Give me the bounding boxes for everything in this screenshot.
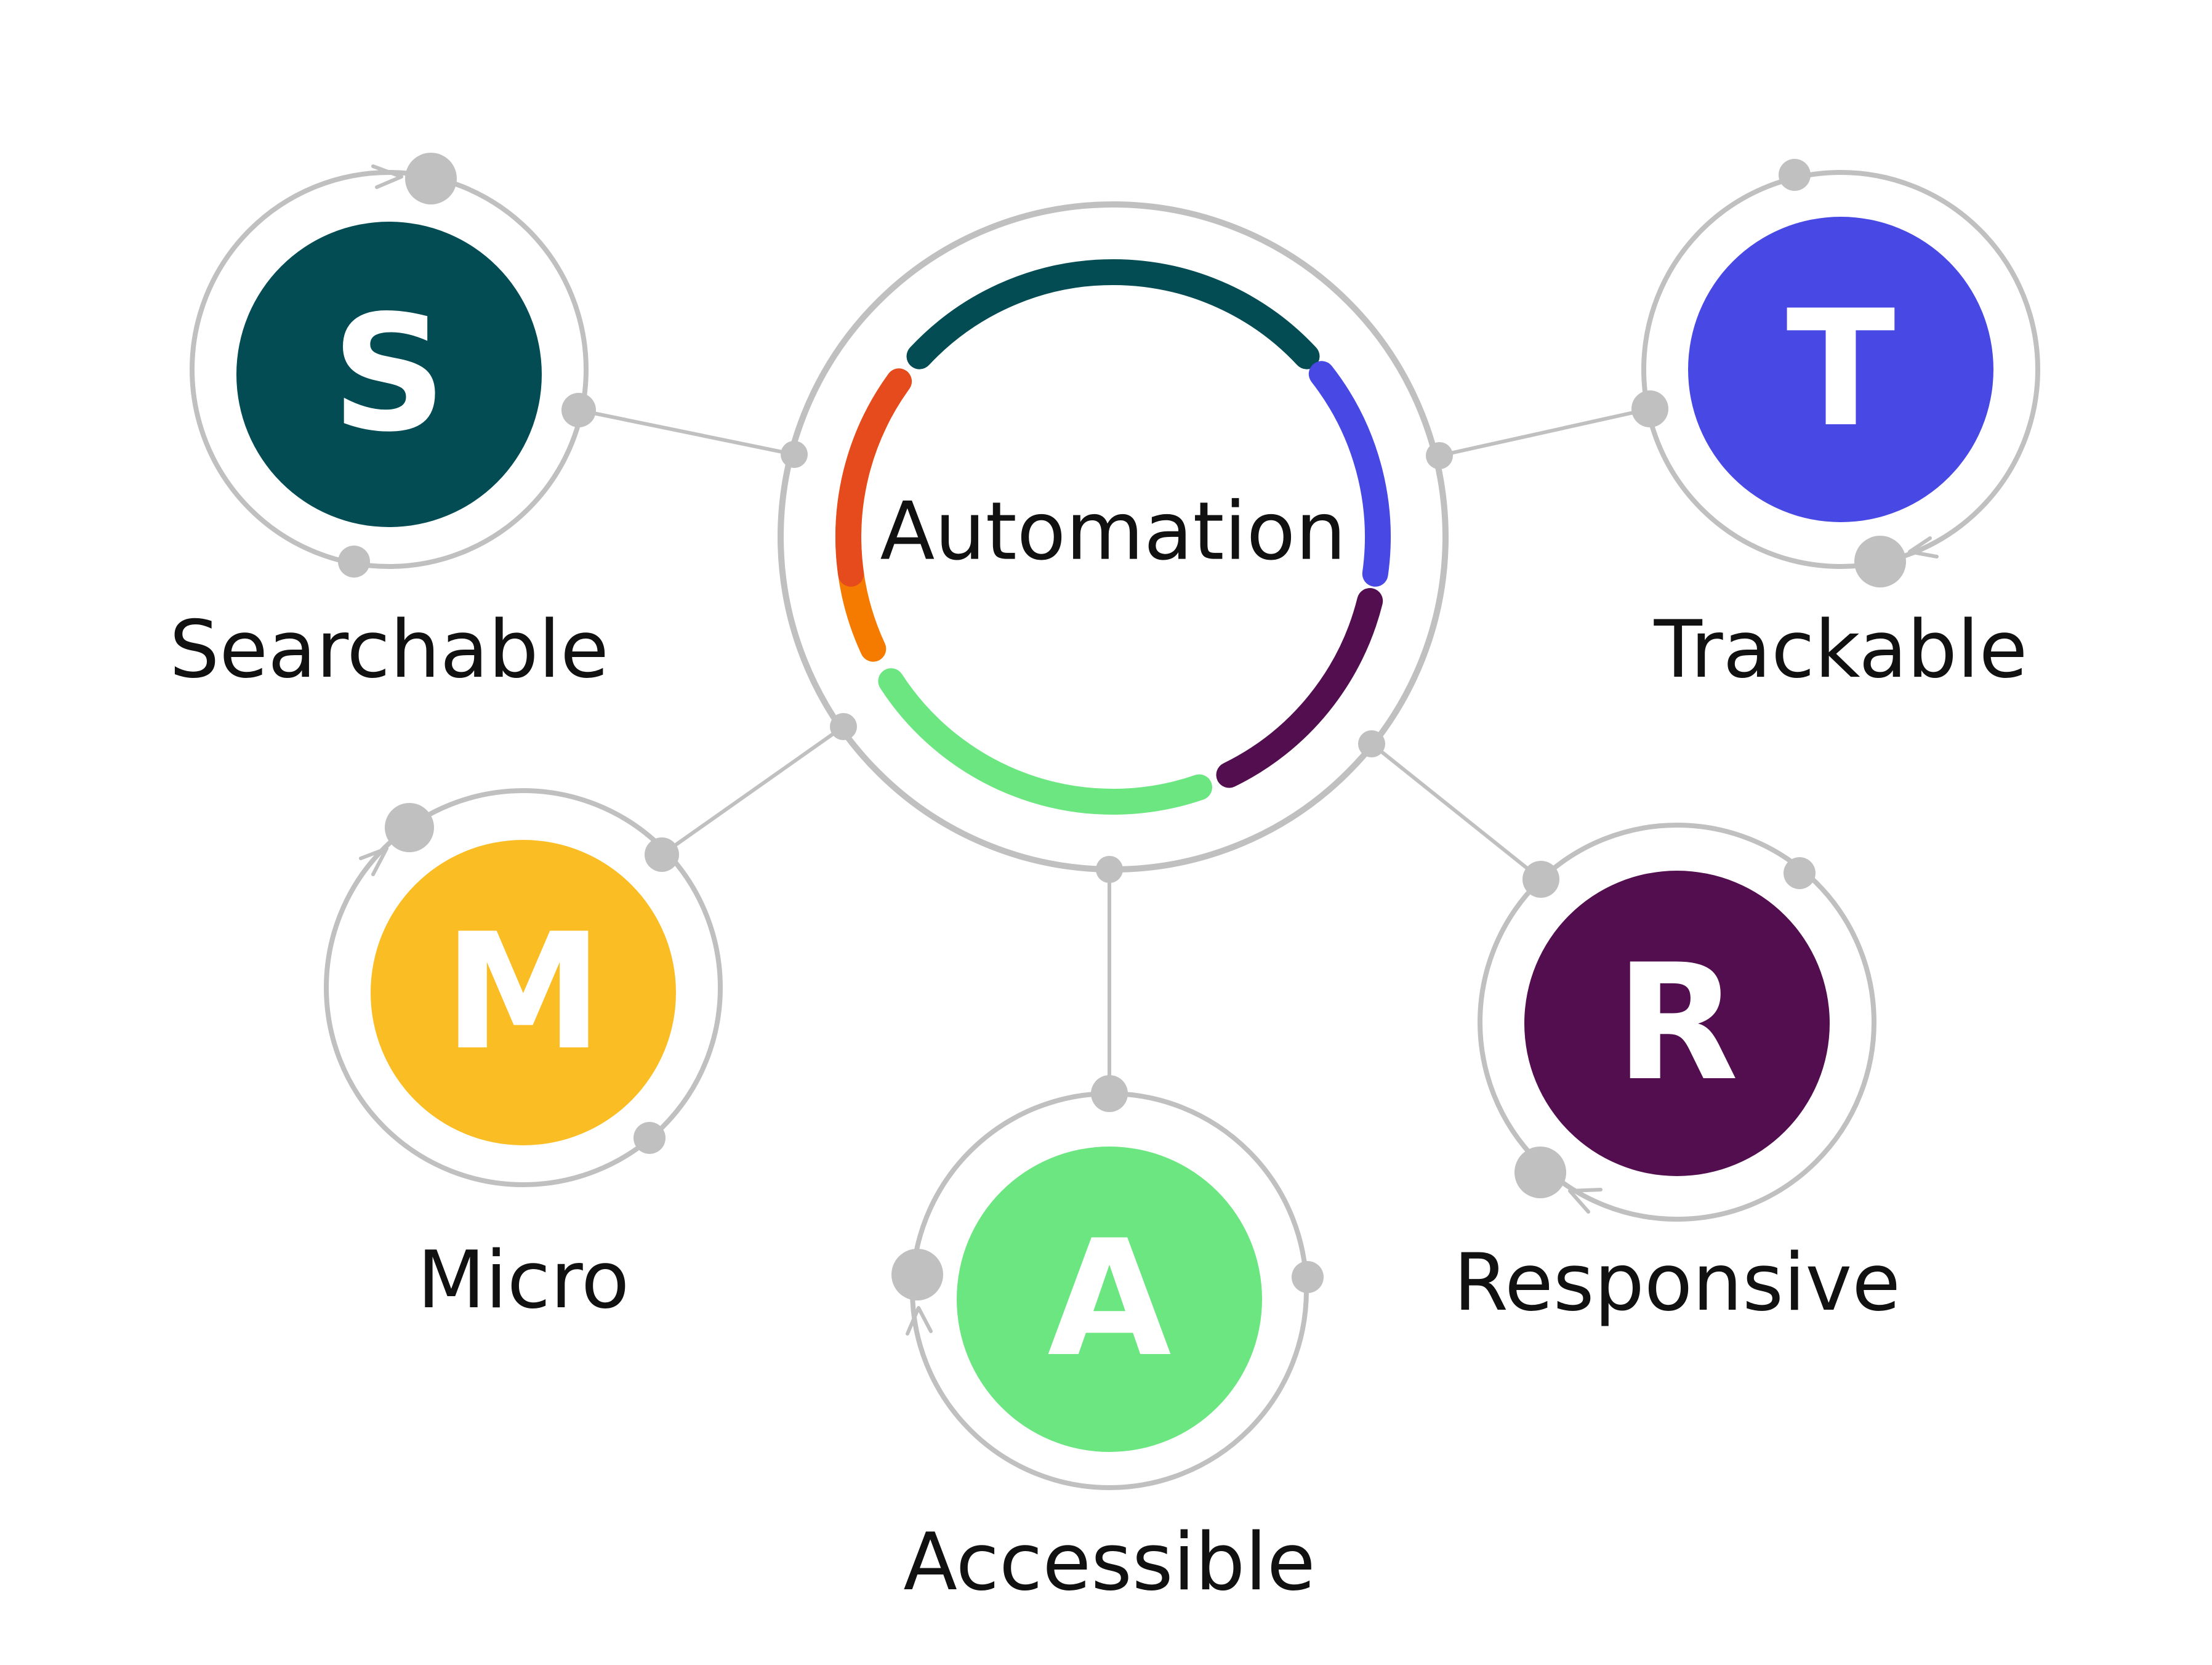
- node-searchable: S Searchable: [169, 153, 609, 696]
- hub-dot-responsive: [1358, 730, 1385, 757]
- arrow-icon: [371, 164, 403, 189]
- central-arc-lower-right: [1216, 588, 1383, 788]
- connector-trackable: [1439, 407, 1651, 458]
- connector-responsive: [1370, 742, 1542, 881]
- hub-dot-searchable: [781, 441, 808, 468]
- hub-dot-accessible: [1096, 856, 1123, 883]
- orbit-dot-connector: [561, 393, 596, 427]
- node-circle-accessible: [957, 1147, 1262, 1452]
- orbit-dot-small: [1779, 159, 1811, 191]
- connector-searchable: [578, 408, 795, 456]
- arrow-icon: [906, 1306, 933, 1336]
- orbit-dot-connector: [1522, 861, 1559, 898]
- arrow-icon: [1908, 536, 1939, 558]
- orbit-dot-connector: [1631, 390, 1668, 427]
- central-hub: Automation: [778, 201, 1449, 873]
- node-letter-accessible: A: [1047, 1206, 1172, 1392]
- node-letter-trackable: T: [1786, 276, 1896, 462]
- hub-dot-trackable: [1426, 442, 1453, 469]
- node-accessible: A Accessible: [891, 1075, 1324, 1608]
- node-circle-searchable: [236, 222, 542, 527]
- node-label-searchable: Searchable: [169, 604, 609, 696]
- node-label-micro: Micro: [417, 1235, 630, 1326]
- orbit-dot-small: [633, 1122, 666, 1154]
- node-label-accessible: Accessible: [903, 1517, 1315, 1608]
- orbit-dot-connector: [1091, 1075, 1128, 1112]
- orbit-dot-large: [385, 803, 434, 852]
- node-letter-micro: M: [444, 900, 603, 1086]
- connectors: [578, 407, 1651, 1094]
- node-ring-responsive: [1478, 823, 1876, 1222]
- center-label: Automation: [880, 485, 1346, 578]
- orbit-dot-large: [405, 153, 457, 204]
- orbit-dot-large: [1514, 1147, 1566, 1198]
- central-arc-top: [906, 259, 1320, 369]
- node-ring-micro: [324, 788, 723, 1187]
- orbit-dot-large: [1854, 536, 1906, 587]
- orbit-dot-small: [338, 546, 370, 578]
- node-letter-responsive: R: [1615, 930, 1739, 1116]
- central-arc-right: [1308, 361, 1391, 587]
- orbit-dot-small: [1292, 1261, 1324, 1293]
- node-circle-micro: [371, 840, 676, 1145]
- node-responsive: R Responsive: [1454, 823, 1900, 1329]
- arrow-icon: [1568, 1188, 1603, 1214]
- central-arc-bottom: [878, 668, 1212, 815]
- node-ring-trackable: [1641, 170, 2040, 569]
- node-label-responsive: Responsive: [1454, 1237, 1900, 1329]
- node-letter-searchable: S: [331, 281, 446, 467]
- node-circle-trackable: [1688, 217, 1993, 522]
- node-circle-responsive: [1524, 871, 1830, 1176]
- hub-dots: [781, 441, 1453, 883]
- connector-micro: [661, 725, 845, 857]
- node-trackable: T Trackable: [1631, 159, 2040, 696]
- node-micro: M Micro: [324, 788, 723, 1326]
- arrow-icon: [359, 847, 388, 876]
- orbit-dot-connector: [645, 837, 679, 872]
- central-arc-left: [835, 368, 912, 587]
- orbit-dot-small: [1784, 857, 1816, 889]
- orbit-dot-large: [891, 1249, 943, 1300]
- hub-dot-micro: [830, 713, 857, 740]
- node-label-trackable: Trackable: [1654, 604, 2028, 696]
